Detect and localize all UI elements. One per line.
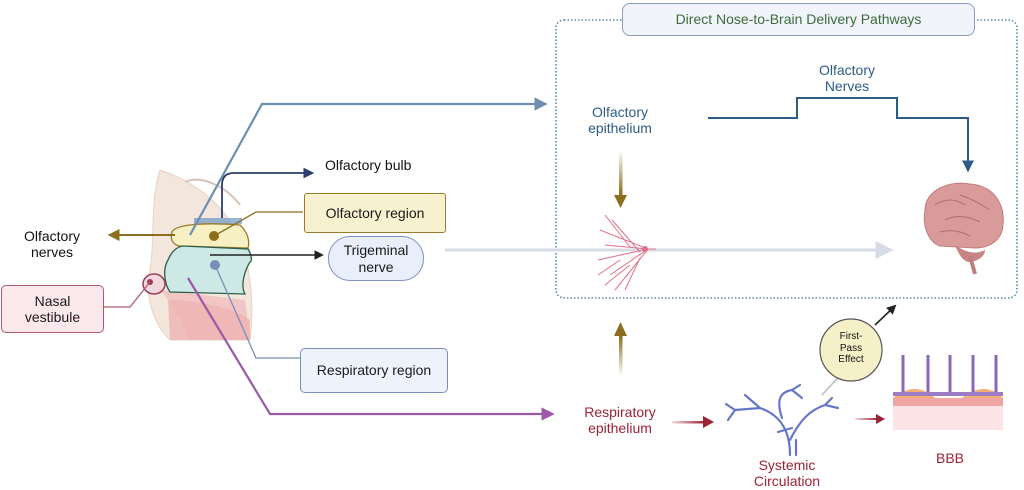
pathway-title: Direct Nose-to-Brain Delivery Pathways: [622, 3, 975, 36]
brain-icon: [923, 182, 1004, 275]
olfactory-bulb-text: Olfactory bulb: [325, 157, 412, 173]
first-pass-effect-label: First- Pass Effect: [822, 331, 880, 366]
leader-nasal-vestibule: [103, 281, 151, 308]
systemic-circulation-line2: Circulation: [753, 473, 821, 490]
nasal-vestibule-line1: Nasal: [34, 292, 71, 309]
arrow-to-olfactory-bulb: [221, 167, 315, 218]
systemic-circulation-line1: Systemic: [758, 457, 816, 473]
bbb-label: BBB: [930, 450, 970, 466]
respiratory-epithelium-line1: Respiratory: [584, 404, 656, 420]
trigeminal-nerve-line2: nerve: [358, 258, 394, 275]
olfactory-region-box: Olfactory region: [304, 193, 446, 233]
bbb-text: BBB: [935, 450, 964, 466]
trigeminal-nerve-line1: Trigeminal: [343, 242, 409, 259]
nasal-vestibule-box: Nasal vestibule: [1, 285, 104, 333]
leader-respiratory-region: [214, 264, 300, 359]
arrow-to-systemic-circulation: [703, 416, 714, 428]
olfactory-neuron-icon: [597, 214, 656, 291]
olfactory-bulb-label: Olfactory bulb: [325, 157, 411, 173]
systemic-circulation-label: Systemic Circulation: [742, 457, 832, 489]
first-pass-line3: Effect: [838, 354, 864, 365]
arrow-to-olfactory-epithelium: [189, 97, 548, 236]
arrow-first-pass-to-brain: [874, 304, 897, 326]
olfactory-epithelium-line1: Olfactory: [591, 104, 648, 120]
arrow-epithelium-to-neuron: [614, 195, 627, 208]
olfactory-nerves-left-line1: Olfactory: [23, 228, 80, 244]
first-pass-line2: Pass: [839, 342, 863, 354]
bbb-icon: [893, 355, 1003, 430]
pathway-title-text: Direct Nose-to-Brain Delivery Pathways: [675, 11, 922, 28]
olfactory-nerves-top-line2: Nerves: [824, 78, 870, 95]
olfactory-nerves-pathway: [708, 97, 974, 173]
olfactory-nerves-left-label: Olfactory nerves: [16, 228, 88, 260]
arrow-to-bbb: [876, 414, 885, 424]
first-pass-effect-bubble: [819, 318, 883, 382]
arrow-to-respiratory-epithelium: [187, 277, 555, 421]
arrow-respiratory-to-pathway: [614, 322, 627, 336]
cribriform-plate: [194, 218, 242, 224]
olfactory-epithelium-label: Olfactory epithelium: [574, 104, 666, 136]
nasal-vestibule-shape: [142, 273, 166, 295]
respiratory-region-box: Respiratory region: [300, 348, 448, 393]
olfactory-nerves-top-line1: Olfactory: [818, 62, 875, 78]
respiratory-epithelium-label: Respiratory epithelium: [570, 404, 670, 436]
leader-olfactory-region: [213, 211, 303, 237]
nasal-vestibule-line2: vestibule: [24, 309, 81, 325]
olfactory-region-text: Olfactory region: [325, 204, 425, 221]
nasal-anatomy-illustration: [142, 169, 253, 341]
trigeminal-nerve-box: Trigeminal nerve: [328, 236, 424, 281]
olfactory-nerves-left-line2: nerves: [30, 244, 74, 261]
first-pass-line1: First-: [839, 331, 863, 342]
blood-vessel-icon: [724, 383, 840, 457]
pathway-box: [555, 19, 1018, 299]
respiratory-epithelium-line2: epithelium: [588, 420, 652, 437]
respiratory-region-text: Respiratory region: [316, 362, 432, 379]
olfactory-nerves-top-label: Olfactory Nerves: [802, 62, 892, 94]
olfactory-epithelium-line2: epithelium: [588, 120, 652, 137]
respiratory-region-shape: [164, 245, 252, 295]
